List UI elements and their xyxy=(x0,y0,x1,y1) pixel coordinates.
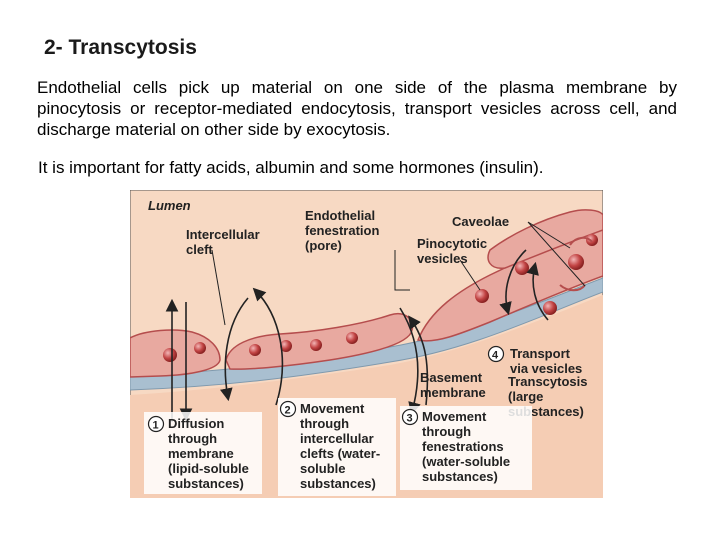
pointer-cleft xyxy=(211,249,226,326)
pointer-pinocytotic xyxy=(459,259,481,291)
arrow-fenestration-up xyxy=(408,315,429,406)
vesicle xyxy=(163,348,177,362)
label-box-fenestrations xyxy=(400,406,532,490)
label-endothelial-fenestration: Endothelial fenestration (pore) xyxy=(305,208,383,253)
label-transport-vesicles: Transport via vesicles xyxy=(510,346,582,376)
vesicle xyxy=(586,234,598,246)
number-badge-1 xyxy=(147,415,165,433)
label-intercellular-cleft: Intercellular cleft xyxy=(186,227,263,257)
number-badge-4 xyxy=(487,345,505,363)
caveola xyxy=(569,236,593,246)
pointer-caveolae xyxy=(527,221,586,287)
label-diffusion: Diffusion through membrane (lipid-solubl… xyxy=(168,416,253,491)
badge-1-text: 1 xyxy=(153,420,159,432)
vesicle xyxy=(543,301,557,315)
badge-3-text: 3 xyxy=(407,413,413,425)
label-box-clefts xyxy=(278,398,396,496)
slide-title: 2- Transcytosis xyxy=(44,36,197,59)
vesicle xyxy=(475,289,489,303)
label-lumen: Lumen xyxy=(148,198,191,213)
vesicle xyxy=(280,340,292,352)
caveola xyxy=(559,284,586,292)
label-basement-membrane: Basement membrane xyxy=(420,370,486,400)
vesicle xyxy=(515,261,529,275)
body-paragraph: Endothelial cells pick up material on on… xyxy=(37,78,677,139)
arrow-fenestration xyxy=(399,307,421,416)
vesicle xyxy=(194,342,206,354)
vesicle xyxy=(310,339,322,351)
badge-2-text: 2 xyxy=(285,405,291,417)
badge-4-text: 4 xyxy=(492,350,499,362)
endothelial-cell-upper-right xyxy=(487,209,603,269)
vesicle xyxy=(346,332,358,344)
arrow-cleft xyxy=(219,297,249,402)
label-caveolae: Caveolae xyxy=(452,214,509,229)
label-movement-fenestrations: Movement through fenestrations (water-so… xyxy=(422,409,514,484)
arrow-transport xyxy=(526,261,549,321)
label-pinocytotic-vesicles: Pinocytotic vesicles xyxy=(417,236,491,266)
body-paragraph-2: It is important for fatty acids, albumin… xyxy=(38,158,544,177)
number-badge-3 xyxy=(401,408,419,426)
pointer-fenestration xyxy=(394,250,410,291)
label-movement-clefts: Movement through intercellular clefts (w… xyxy=(300,401,384,491)
vesicle xyxy=(568,254,584,270)
vesicle xyxy=(249,344,261,356)
arrow-cleft-up xyxy=(252,287,284,406)
arrow-transport-2 xyxy=(499,249,527,316)
number-badge-2 xyxy=(279,400,297,418)
transcytosis-diagram: Lumen Intercellular cleft Endothelial fe… xyxy=(130,190,603,498)
